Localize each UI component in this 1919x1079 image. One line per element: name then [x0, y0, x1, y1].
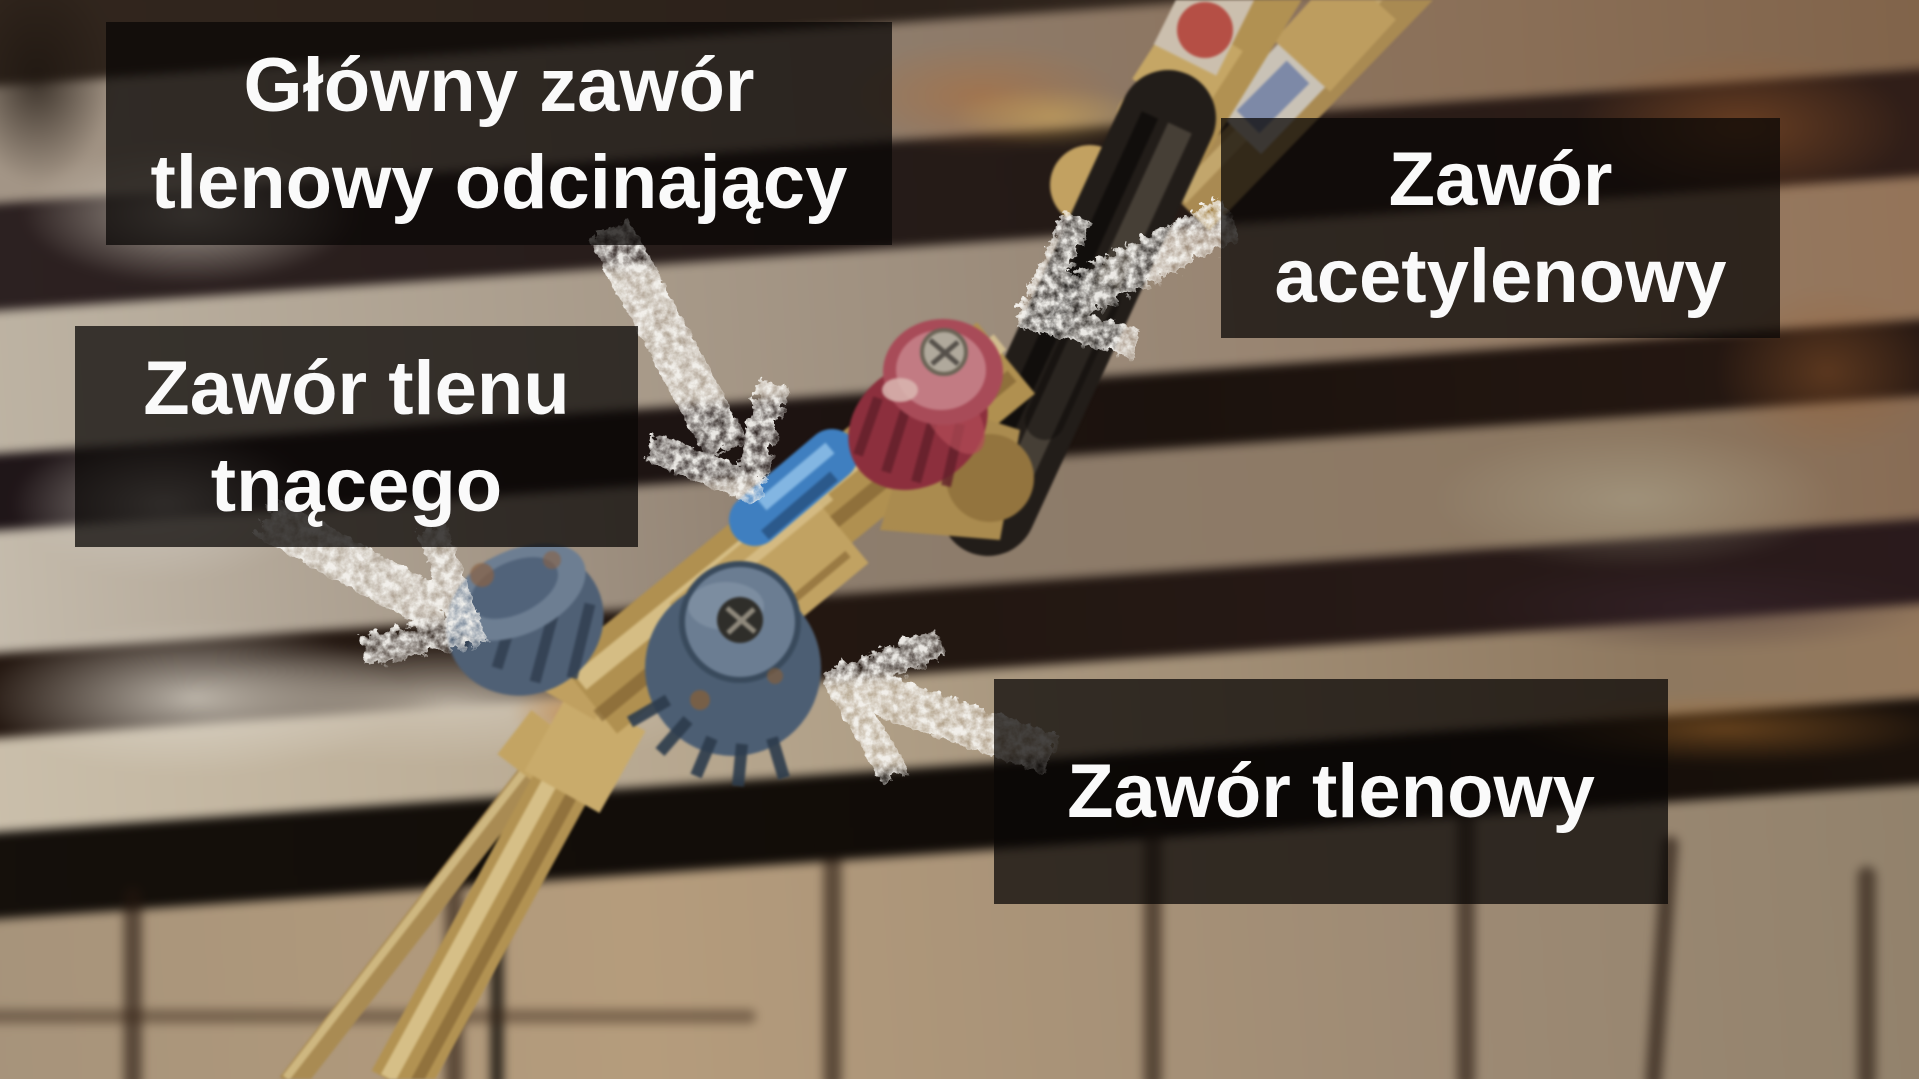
oxygen-knob	[626, 561, 821, 787]
label-oxygen-valve: Zawór tlenowy	[994, 679, 1668, 904]
acetylene-knob	[848, 319, 1003, 490]
label-line: acetylenowy	[1274, 234, 1727, 319]
label-line: Zawór	[1388, 137, 1613, 222]
label-cutting-oxygen-valve: Zawór tlenu tnącego	[75, 326, 638, 547]
label-line: Zawór tlenowy	[1067, 749, 1595, 834]
label-line: Główny zawór	[243, 42, 755, 128]
shadow-patch	[1459, 560, 1919, 653]
brick-joint	[0, 1009, 757, 1024]
hex-coupling	[524, 688, 646, 814]
brick-joint	[123, 886, 142, 1079]
red-hose-mark	[1177, 2, 1233, 58]
label-acetylene-valve: Zawór acetylenowy	[1221, 118, 1780, 338]
cutting-oxygen-knob	[446, 543, 604, 696]
arrow-acetylene-icon	[1014, 198, 1242, 359]
arrow-main-oxygen-shutoff-icon	[588, 218, 789, 506]
brick-joint	[1857, 866, 1876, 1079]
lichen-patch	[1429, 427, 1838, 571]
torch-barrel-tubes	[279, 673, 646, 1079]
label-line: Zawór tlenu	[143, 345, 570, 431]
main-oxygen-shutoff-lever	[729, 429, 858, 546]
label-line: tnącego	[210, 442, 503, 528]
label-main-oxygen-shutoff-valve: Główny zawór tlenowy odcinający	[106, 22, 892, 245]
brick-joint	[823, 856, 842, 1079]
label-line: tlenowy odcinający	[150, 139, 848, 225]
